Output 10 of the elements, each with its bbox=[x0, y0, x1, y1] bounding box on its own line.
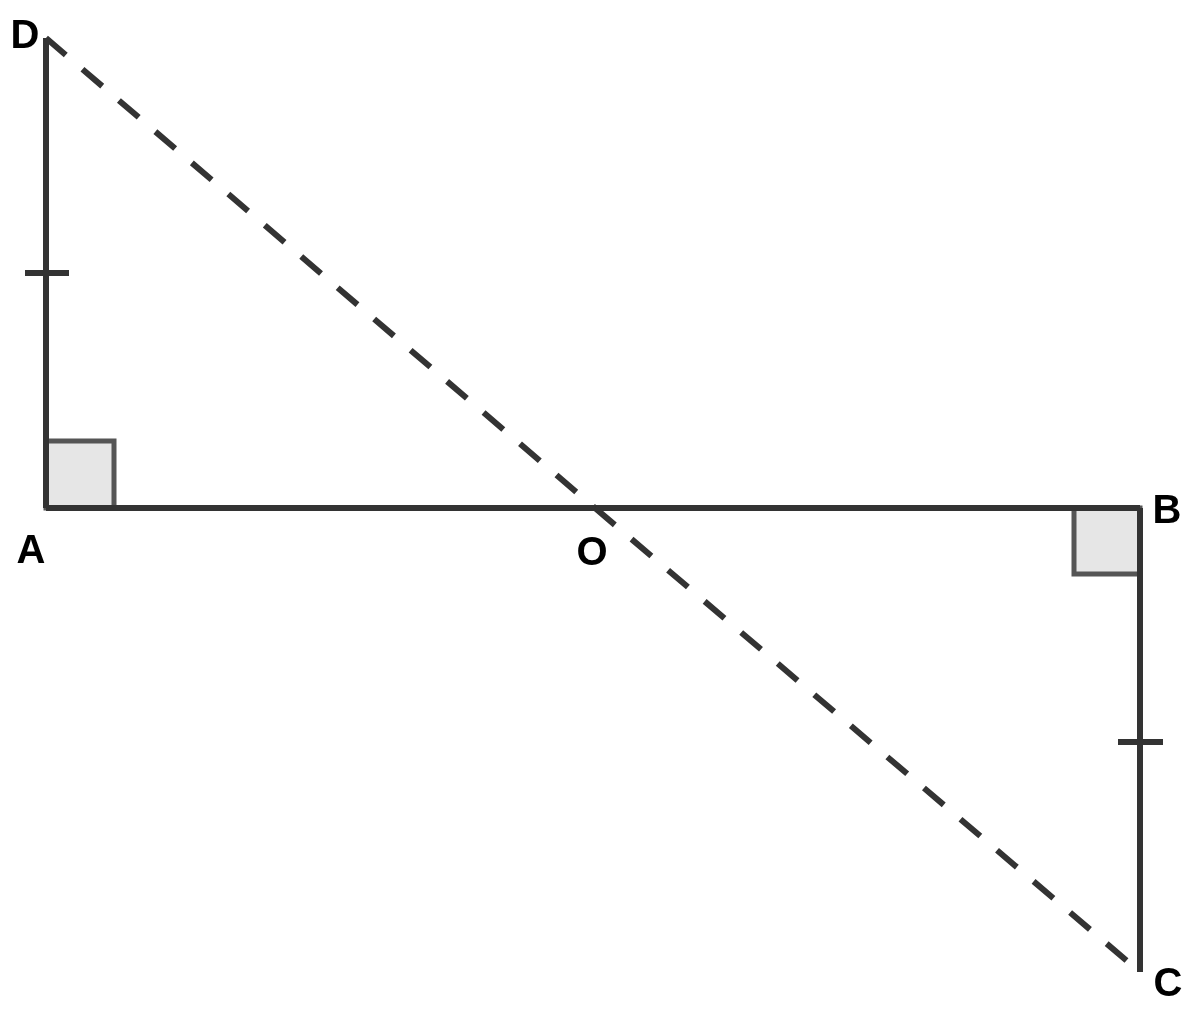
dashed-line bbox=[44, 35, 597, 511]
point-label: D bbox=[10, 14, 40, 54]
point-label: B bbox=[1152, 489, 1182, 529]
point-label: A bbox=[16, 529, 46, 569]
line-segment bbox=[43, 38, 49, 508]
point-label: O bbox=[576, 531, 608, 571]
line-segment bbox=[1137, 508, 1143, 972]
line-segment bbox=[46, 505, 595, 511]
line-segment bbox=[595, 505, 1140, 511]
point-label: C bbox=[1153, 962, 1183, 1002]
